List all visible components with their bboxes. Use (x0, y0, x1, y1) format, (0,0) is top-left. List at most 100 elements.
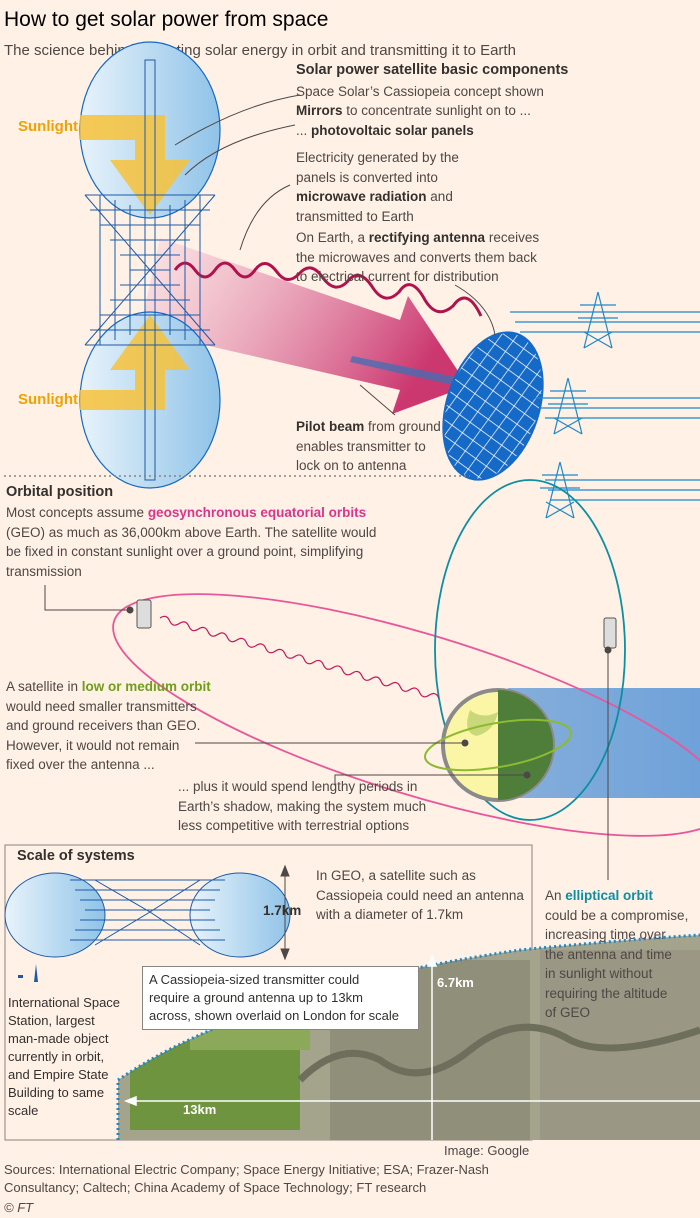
geo-highlight: geosynchronous equatorial orbits (147, 505, 367, 520)
low-line-2: would need smaller transmitters (6, 698, 197, 714)
pilot-line-3: lock on to antenna (296, 458, 407, 473)
ell-line-6: requiring the altitude (545, 985, 668, 1001)
dim-label-67km: 6.7km (437, 975, 474, 990)
geo-wave (159, 615, 440, 699)
low-highlight: low or medium orbit (81, 679, 211, 694)
geo-scale-text: In GEO, a satellite such as Cassiopeia c… (316, 866, 524, 925)
microwave-text: Electricity generated by the panels is c… (296, 148, 459, 226)
rectifying-antenna (442, 331, 544, 481)
orbital-text: Most concepts assume geosynchronous equa… (6, 503, 376, 581)
cassiopeia-antenna-note: A Cassiopeia-sized transmitter could req… (142, 966, 419, 1030)
microwave-wave (173, 261, 483, 317)
pilot-line-1: Pilot beam from ground (296, 417, 441, 437)
leader-lines (44, 94, 612, 880)
mirrors-rest: to concentrate sunlight on to ... (342, 103, 531, 118)
rect-post: receives (485, 230, 540, 245)
iss-line-2: Station, largest (8, 1013, 95, 1028)
micro-bold: microwave radiation (296, 189, 427, 204)
cas-line-1: A Cassiopeia-sized transmitter could (149, 972, 360, 987)
sources-line-2: Consultancy; Caltech; China Academy of S… (4, 1180, 427, 1195)
micro-rest: and (426, 189, 453, 204)
ell-line-5: in sunlight without (545, 966, 653, 981)
sunlight-label-bottom: Sunlight (18, 391, 78, 408)
iss-line-7: scale (8, 1103, 39, 1118)
elliptical-satellite (603, 617, 617, 649)
rect-pre: On Earth, a (296, 230, 369, 245)
cas-line-3: across, shown overlaid on London for sca… (149, 1008, 400, 1023)
london-outline (116, 933, 700, 1140)
ell-pre: An (545, 888, 566, 903)
sources: Sources: International Electric Company;… (4, 1161, 489, 1197)
cassiopeia-satellite (79, 41, 221, 489)
geo-line-2: Cassiopeia could need an antenna (316, 887, 524, 903)
elliptical-orbit (434, 479, 626, 821)
scale-satellite (4, 872, 291, 958)
sources-line-1: Sources: International Electric Company;… (4, 1162, 489, 1177)
low-line-5: fixed over the antenna ... (6, 757, 155, 772)
concept-label: Space Solar’s Cassiopeia concept shown (296, 84, 544, 99)
ell-line-1: An elliptical orbit (545, 886, 688, 906)
iss-line-6: Building to same (8, 1085, 105, 1100)
iss-line-1: International Space (8, 995, 121, 1010)
rect-line-1: On Earth, a rectifying antenna receives (296, 228, 539, 248)
dim-arrow-13km (123, 1095, 700, 1107)
low-line-1: A satellite in low or medium orbit (6, 677, 211, 697)
geo-orbit (112, 593, 700, 837)
orbital-line-1: Most concepts assume geosynchronous equa… (6, 503, 376, 523)
pilot-beam (350, 356, 470, 388)
ell-line-4: the antenna and time (545, 946, 672, 962)
iss-line-5: and Empire State (8, 1067, 109, 1082)
shadow-line-2: Earth’s shadow, making the system much (178, 798, 427, 814)
panels-label: ... photovoltaic solar panels (296, 121, 474, 141)
low-pre: A satellite in (6, 679, 82, 694)
iss-text: International Space Station, largest man… (8, 994, 120, 1120)
sunlight-arrow-top (80, 115, 190, 215)
elliptical-text: An elliptical orbit could be a compromis… (545, 886, 688, 1023)
ell-line-7: of GEO (545, 1005, 591, 1020)
micro-line-1: Electricity generated by the (296, 150, 459, 165)
sunlight-label-top: Sunlight (18, 118, 78, 135)
shadow-line-1: ... plus it would spend lengthy periods … (178, 779, 418, 794)
pilot-rest: from ground (364, 419, 441, 434)
iss-and-empire-state (18, 964, 38, 982)
geo-line-1: In GEO, a satellite such as (316, 868, 476, 883)
orbital-line-3: be fixed in constant sunlight over a gro… (6, 544, 364, 559)
dim-label-13km: 13km (183, 1102, 217, 1117)
sunlight-arrow-bottom (80, 315, 190, 410)
geo-line-3: with a diameter of 1.7km (316, 907, 464, 922)
orbital-line-2: (GEO) as much as 36,000km above Earth. T… (6, 524, 377, 540)
microwave-beam (140, 238, 483, 414)
shadow-line-3: less competitive with terrestrial option… (178, 818, 410, 833)
power-lines (510, 311, 700, 501)
rect-line-3: to electrical current for distribution (296, 269, 499, 284)
mirrors-bold: Mirrors (296, 103, 343, 118)
london-map (118, 935, 700, 1140)
page-title: How to get solar power from space (4, 8, 329, 31)
iss-line-3: man-made object (8, 1031, 109, 1046)
panels-bold: photovoltaic solar panels (311, 123, 474, 138)
ell-line-3: increasing time over (545, 927, 666, 942)
rect-line-2: the microwaves and converts them back (296, 249, 537, 265)
micro-line-2: panels is converted into (296, 169, 438, 185)
pilot-line-2: enables transmitter to (296, 438, 426, 454)
dim-arrow-17km (280, 864, 290, 961)
low-orbit-text: A satellite in low or medium orbit would… (6, 677, 211, 775)
components-heading: Solar power satellite basic components (296, 62, 569, 78)
rectifying-text: On Earth, a rectifying antenna receives … (296, 228, 539, 287)
low-line-4: However, it would not remain (6, 737, 180, 753)
micro-line-4: transmitted to Earth (296, 208, 414, 224)
dim-arrow-67km (426, 953, 438, 1140)
orbital-pre: Most concepts assume (6, 505, 148, 520)
iss-line-4: currently in orbit, (8, 1049, 105, 1064)
low-line-3: and ground receivers than GEO. (6, 718, 201, 733)
scale-heading: Scale of systems (17, 848, 135, 864)
image-credit: Image: Google (444, 1143, 530, 1158)
shadow-text: ... plus it would spend lengthy periods … (178, 777, 426, 836)
panels-prefix: ... (296, 123, 312, 138)
ell-line-2: could be a compromise, (545, 907, 689, 923)
rect-bold: rectifying antenna (368, 230, 486, 245)
orbital-heading: Orbital position (6, 484, 114, 500)
mirrors-label: Mirrors to concentrate sunlight on to ..… (296, 101, 531, 121)
pilot-beam-text: Pilot beam from ground enables transmitt… (296, 417, 441, 476)
